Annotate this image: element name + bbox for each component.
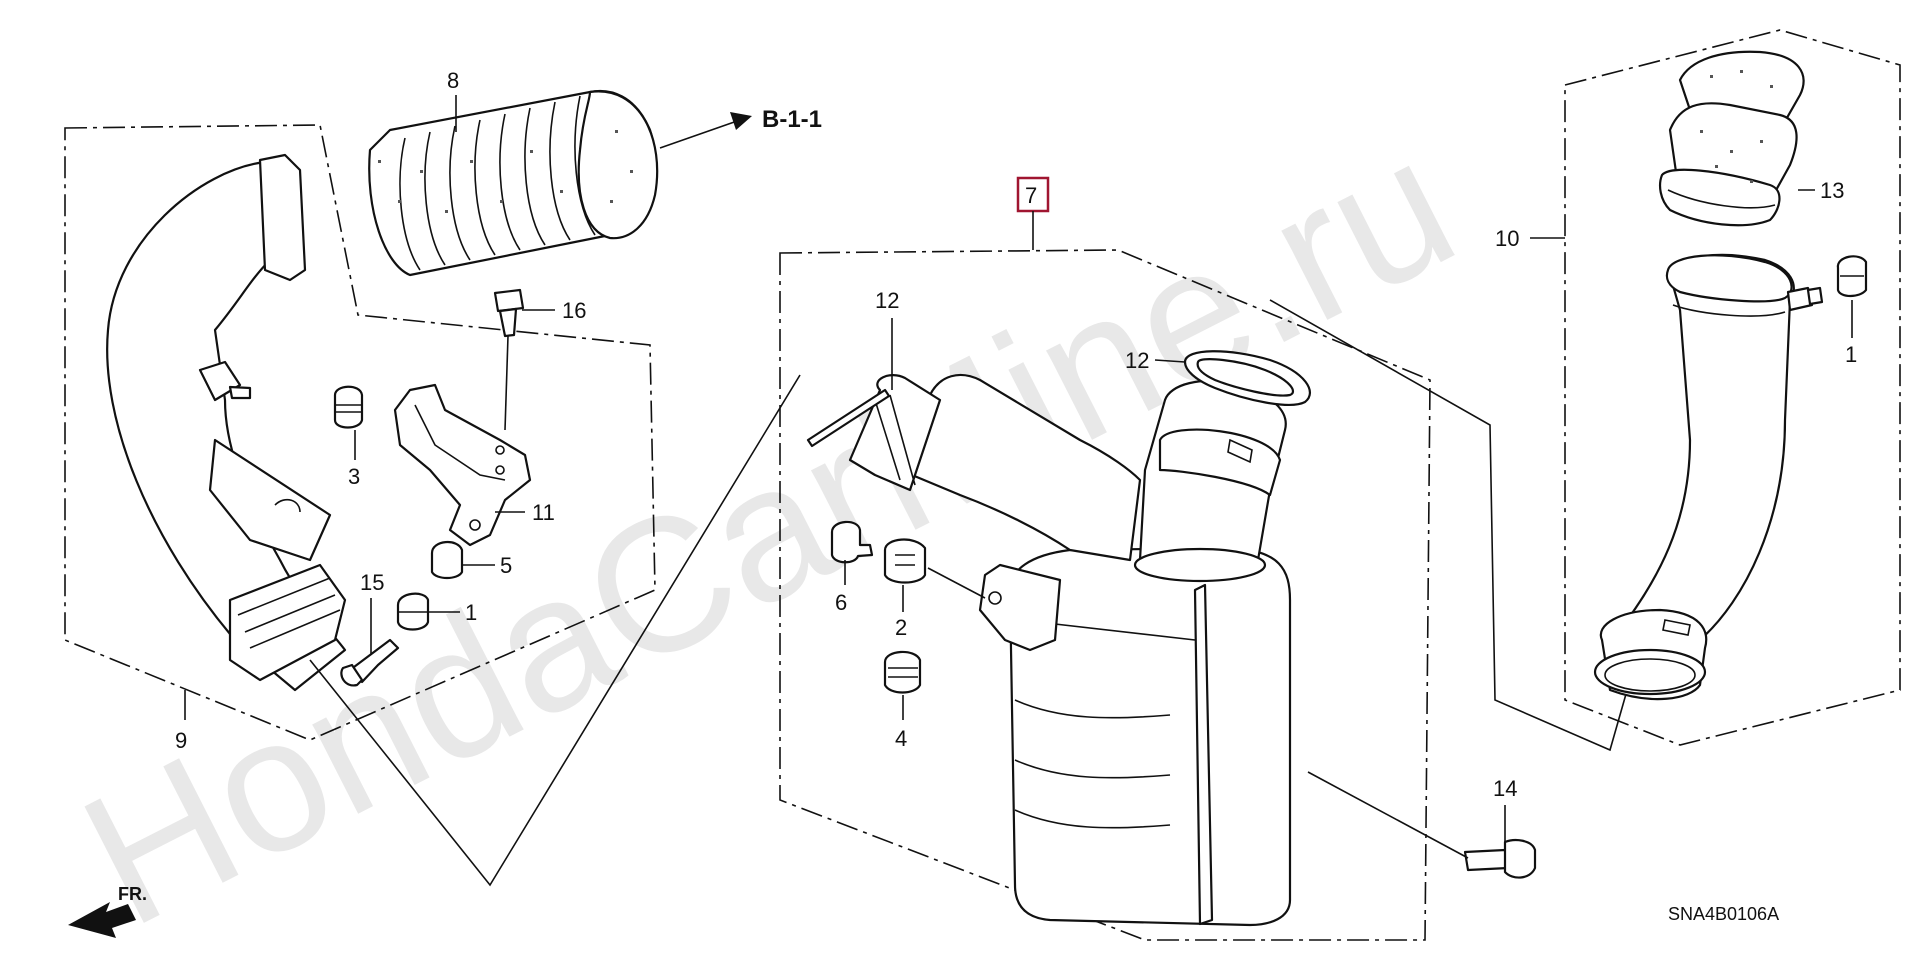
grommet-1-left bbox=[396, 592, 430, 631]
callout-16[interactable]: 16 bbox=[562, 298, 586, 323]
front-arrow bbox=[68, 902, 136, 938]
o-ring-12-left bbox=[806, 388, 891, 448]
grommet-6 bbox=[830, 520, 874, 564]
callout-9[interactable]: 9 bbox=[175, 728, 187, 753]
reference-arrow bbox=[659, 119, 741, 149]
callout-3[interactable]: 3 bbox=[348, 464, 360, 489]
bolt-15 bbox=[340, 638, 400, 687]
callout-14[interactable]: 14 bbox=[1493, 776, 1517, 801]
callout-12-right[interactable]: 12 bbox=[1125, 348, 1149, 373]
callout-13[interactable]: 13 bbox=[1820, 178, 1844, 203]
callout-8[interactable]: 8 bbox=[447, 68, 459, 93]
grommet-4 bbox=[883, 650, 922, 694]
duct-assembly-10 bbox=[1564, 29, 1901, 746]
callout-6[interactable]: 6 bbox=[835, 590, 847, 615]
callout-7[interactable]: 7 bbox=[1025, 183, 1037, 208]
bolt-14 bbox=[1307, 771, 1537, 879]
callout-2[interactable]: 2 bbox=[895, 615, 907, 640]
callout-4[interactable]: 4 bbox=[895, 726, 907, 751]
leader-lines bbox=[184, 95, 1853, 842]
callout-12-left[interactable]: 12 bbox=[875, 288, 899, 313]
grommet-3 bbox=[333, 385, 364, 429]
group-connector-left bbox=[309, 374, 801, 887]
callout-10[interactable]: 10 bbox=[1495, 226, 1519, 251]
bracket-11 bbox=[393, 383, 532, 547]
callout-5[interactable]: 5 bbox=[500, 553, 512, 578]
diagram-code: SNA4B0106A bbox=[1668, 904, 1779, 924]
grommet-1-right bbox=[1836, 255, 1868, 298]
grommet-2 bbox=[883, 538, 927, 584]
front-label: FR. bbox=[118, 884, 147, 904]
duct-assembly-9 bbox=[64, 124, 656, 741]
grommet-5 bbox=[430, 541, 464, 580]
air-cleaner-assembly-7 bbox=[779, 249, 1431, 941]
callout-11[interactable]: 11 bbox=[532, 500, 555, 525]
callout-1-right[interactable]: 1 bbox=[1845, 342, 1857, 367]
intake-bellows-8 bbox=[368, 89, 659, 277]
reference-label[interactable]: B-1-1 bbox=[762, 106, 822, 133]
bolt-16 bbox=[493, 288, 525, 431]
callout-1-left[interactable]: 1 bbox=[465, 600, 477, 625]
group-connector-right bbox=[1269, 299, 1631, 752]
callout-15[interactable]: 15 bbox=[360, 570, 384, 595]
o-ring-12-right bbox=[1183, 350, 1311, 406]
